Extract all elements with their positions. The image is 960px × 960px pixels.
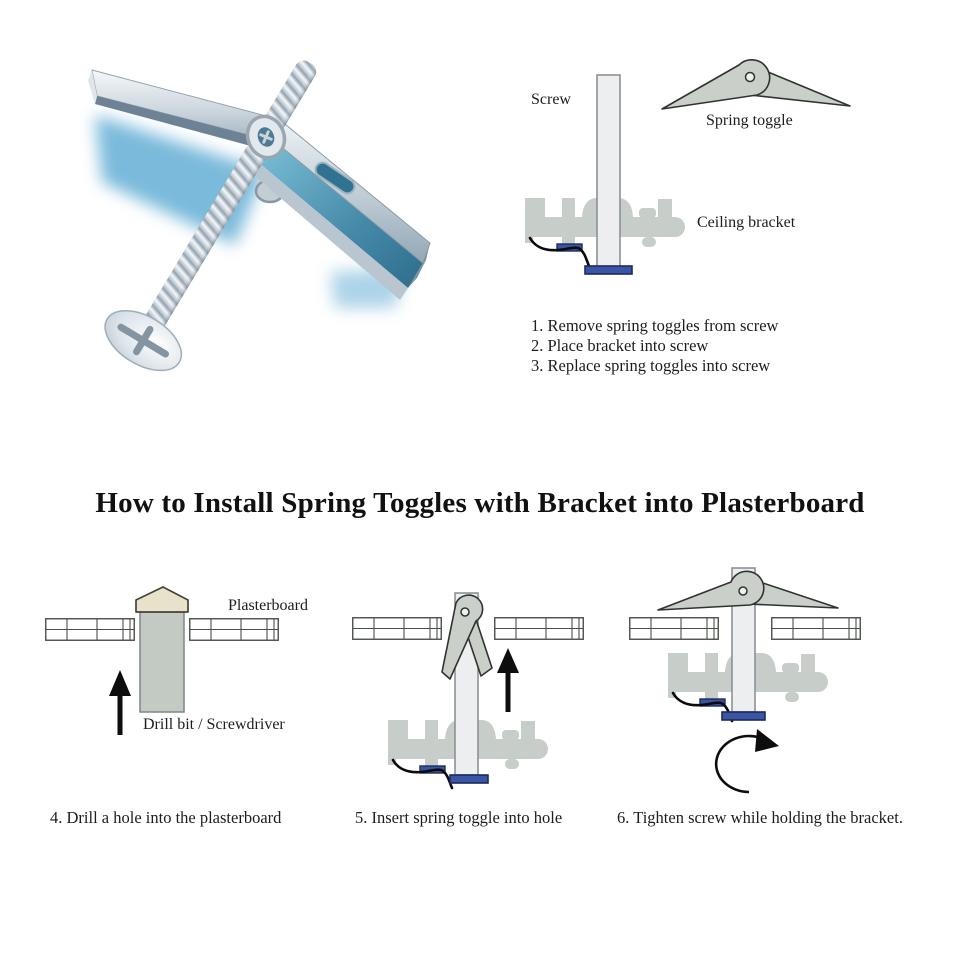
spring-toggle-product-photo: [88, 60, 431, 372]
screw-label: Screw: [531, 91, 571, 108]
ceiling-bracket-label: Ceiling bracket: [697, 214, 796, 231]
step6-caption: 6. Tighten screw while holding the brack…: [617, 808, 903, 827]
step6-diagram: [629, 567, 861, 794]
spring-toggle-label: Spring toggle: [706, 112, 793, 129]
spring-toggle-folded: [441, 594, 493, 680]
screw-pad: [721, 711, 766, 721]
rotate-arrow: [714, 729, 779, 794]
plasterboard-right: [189, 618, 279, 641]
overview-step-1: 1. Remove spring toggles from screw: [531, 316, 779, 335]
plasterboard-left: [629, 617, 719, 640]
step4-caption: 4. Drill a hole into the plasterboard: [50, 808, 282, 827]
spring-toggle-open: [657, 570, 839, 611]
screw-pad: [449, 774, 489, 784]
plasterboard-left: [352, 617, 442, 640]
drill-bit-label: Drill bit / Screwdriver: [143, 716, 285, 733]
toggle-hole: [738, 586, 748, 596]
overview-step-2: 2. Place bracket into screw: [531, 336, 709, 355]
toggle-hole: [460, 607, 470, 617]
toggle-hole: [744, 71, 756, 83]
plasterboard-label: Plasterboard: [228, 597, 308, 614]
wing-slot: [314, 161, 356, 195]
drill-bit-body: [139, 611, 185, 713]
phillips-cross: [117, 323, 170, 358]
up-arrow: [109, 670, 131, 735]
step4-diagram: [45, 586, 279, 735]
overview-diagram: [523, 59, 851, 275]
drill-bit-tip: [135, 586, 189, 613]
overview-steps-list: 1. Remove spring toggles from screw 2. P…: [531, 316, 778, 376]
screw-shaft: [596, 74, 621, 268]
pivot-eyelet: [245, 114, 287, 160]
screw-pad: [584, 265, 633, 275]
up-arrow: [497, 648, 519, 712]
page-title: How to Install Spring Toggles with Brack…: [95, 487, 865, 519]
toggle-wing-upper: [88, 69, 277, 152]
plasterboard-right: [771, 617, 861, 640]
plasterboard-right: [494, 617, 584, 640]
plasterboard-left: [45, 618, 135, 641]
step5-caption: 5. Insert spring toggle into hole: [355, 808, 563, 827]
overview-step-3: 3. Replace spring toggles into screw: [531, 356, 771, 375]
spring-toggle-open: [661, 59, 851, 110]
step5-diagram: [352, 592, 584, 790]
